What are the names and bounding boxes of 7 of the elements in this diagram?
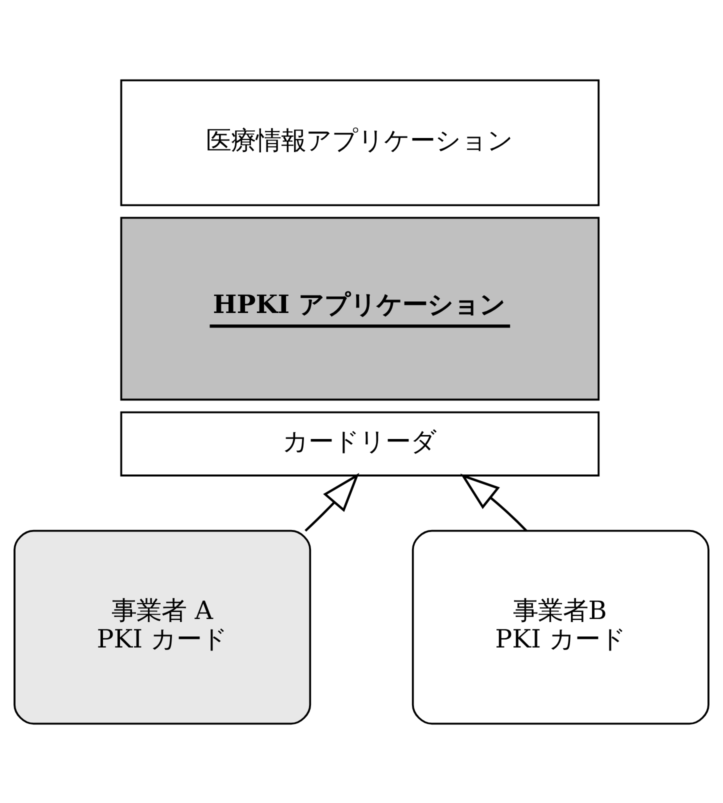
node-box: 医療情報アプリケーション <box>120 78 600 206</box>
node-box: カードリーダ <box>120 410 600 476</box>
node-box: 事業者 A PKI カード <box>14 529 312 724</box>
arrow <box>460 473 528 532</box>
node-box: 事業者B PKI カード <box>412 529 710 724</box>
node-box: HPKI アプリケーション <box>120 216 600 400</box>
arrow <box>304 472 360 532</box>
